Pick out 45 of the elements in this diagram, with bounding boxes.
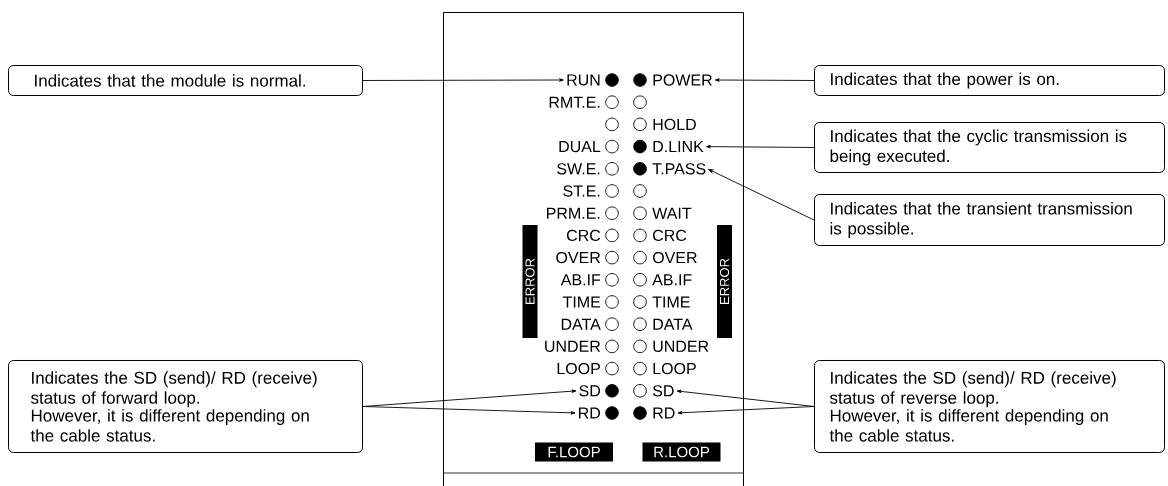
leader-line [362,406,576,415]
led-label: RD [653,407,675,419]
led-label: SD [579,385,601,397]
led-label: UNDER [545,340,601,352]
error-bar: ERROR [522,225,538,338]
led-label: POWER [653,74,712,86]
leader-line [708,169,815,221]
led-label: RD [579,407,601,419]
led-label: T.PASS [652,163,706,175]
led-label: DATA [561,318,601,330]
led-label: DUAL [559,141,601,153]
callout-box: Indicates that the module is normal. [8,65,363,96]
led-label: RUN [567,74,600,86]
callout-box: Indicates that the power is on. [814,65,1165,96]
led-label: SD [652,385,674,397]
led-label: D.LINK [653,141,704,153]
led-label: LOOP [653,362,696,375]
led-label: AB.IF [560,274,601,286]
callout-box: Indicates the SD (send)/ RD (receive) status of forward loop. However, it is different depending on the cable status. [8,360,363,453]
led-label: WAIT [652,207,692,219]
leader-line [677,406,815,415]
leader-line [362,78,564,82]
callout-box: Indicates that the cyclic transmission is being executed. [814,122,1165,173]
loop-tag: F.LOOP [535,442,613,462]
callout-box: Indicates that the transient transmission is possible. [814,194,1165,246]
led-label: TIME [562,296,601,308]
leader-line [714,78,815,82]
led-label: DATA [653,318,693,330]
error-bar: ERROR [717,225,732,338]
led-label: TIME [652,296,690,308]
led-label: LOOP [557,362,600,375]
callout-box: Indicates the SD (send)/ RD (receive) status of reverse loop. However, it is different depending on the cable status. [814,360,1165,453]
led-label: UNDER [653,340,709,352]
led-label: ST.E. [563,185,600,197]
led-label: SW.E. [557,163,600,175]
led-label: PRM.E. [547,207,600,219]
led-label: RMT.E. [549,96,600,108]
led-label: HOLD [653,118,696,131]
led-label: OVER [556,251,601,264]
led-label: OVER [652,251,697,264]
loop-tag: R.LOOP [642,442,721,462]
leader-line [706,144,815,149]
led-label: CRC [653,229,687,242]
led-label: CRC [566,229,601,242]
led-label: AB.IF [652,274,692,286]
